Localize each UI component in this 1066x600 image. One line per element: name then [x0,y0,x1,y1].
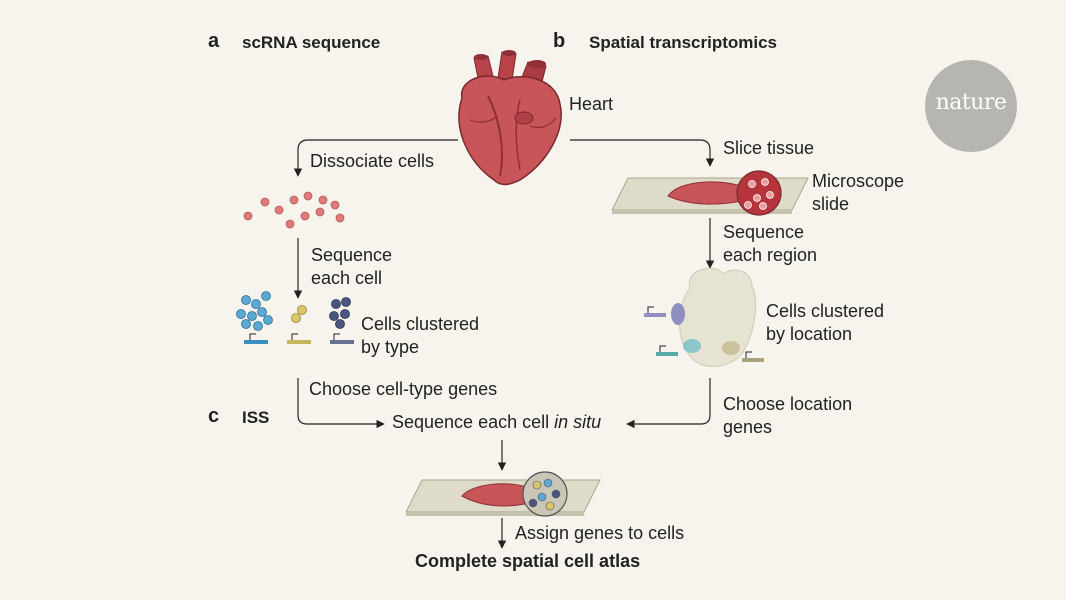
panel-c-letter: c [208,405,220,427]
panel-c-title: ISS [242,408,270,427]
sequence-each-region-label: Sequence each region [723,222,818,265]
panel-b-letter: b [553,30,566,52]
microscope-slide-icon [611,170,809,216]
arrow-dissociate [293,139,458,177]
arrow-celltype-genes [297,378,385,429]
in-situ-italic: in situ [554,412,602,432]
arrow-slice [570,139,715,167]
arrow-location-genes [626,378,711,429]
sequence-in-situ-label: Sequence each cell in situ [392,411,601,434]
panel-a-title: scRNA sequence [242,33,381,52]
cells-clustered-by-location-label: Cells clustered by location [766,301,885,344]
dissociate-cells-label: Dissociate cells [310,151,435,171]
panel-b-title: Spatial transcriptomics [589,33,778,52]
microscope-slide-label: Microscope slide [812,171,905,214]
sequence-in-situ-text: Sequence each cell [392,412,555,432]
heart-label: Heart [569,94,614,114]
choose-location-genes-label: Choose location genes [723,394,853,437]
nature-logo: nature [925,60,1017,152]
gene-marker-icons [249,333,340,340]
cells-clustered-by-type-label: Cells clustered by type [361,314,480,357]
spatial-tissue-icon [644,267,764,367]
iss-slide-icon [405,471,601,517]
heart-icon [458,50,562,186]
assign-genes-label: Assign genes to cells [515,523,685,543]
atlas-title: Complete spatial cell atlas [415,551,641,571]
sequence-each-cell-label: Sequence each cell [311,245,393,288]
cell-clusters-by-type [236,291,354,344]
connectors [293,139,715,549]
panel-a-letter: a [208,30,220,52]
slice-tissue-label: Slice tissue [723,138,815,158]
dissociated-cells [243,191,345,229]
choose-cell-type-genes-label: Choose cell-type genes [309,379,498,399]
nature-logo-text: nature [935,90,1007,115]
